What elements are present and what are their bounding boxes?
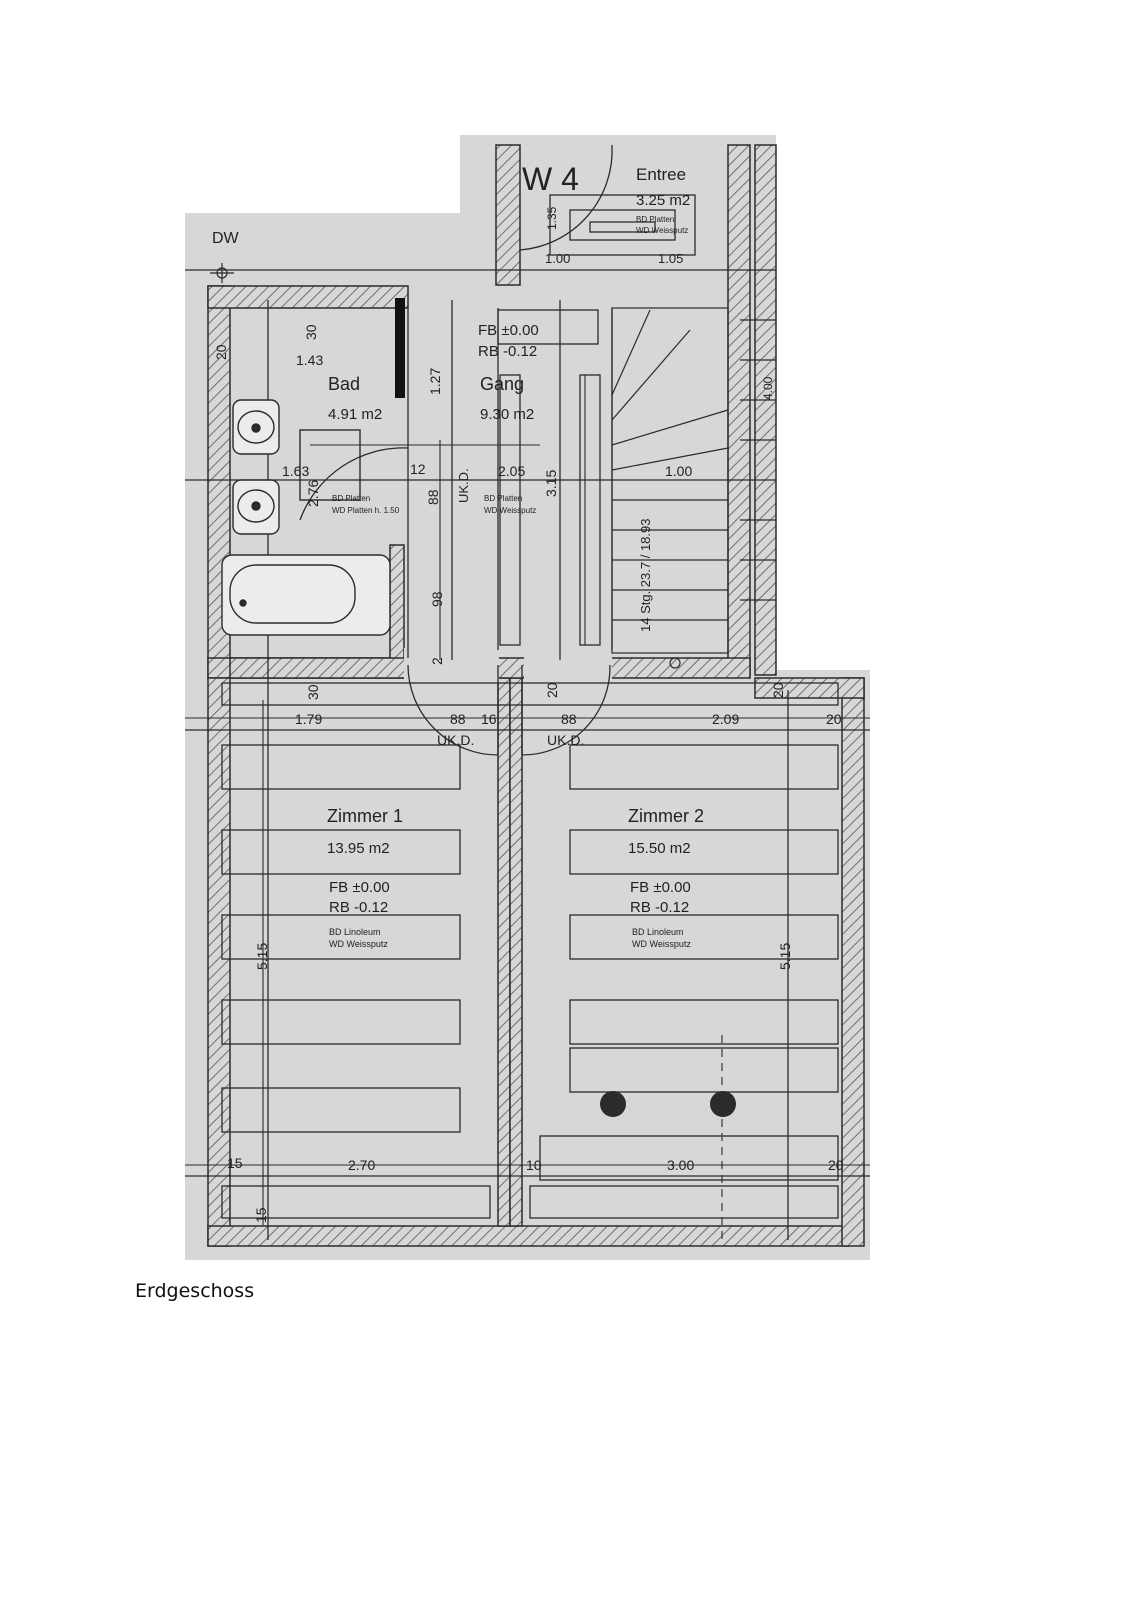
room-name-entree: Entree (636, 165, 686, 184)
room-bd-zimmer2: BD Linoleum (632, 927, 684, 937)
room-name-gang: Gang (480, 374, 524, 394)
dimension-labels: 30 1.43 20 1.27 1.63 2.76 12 88 2.05 3.1… (213, 206, 844, 1223)
door-label-zimmer2: UK.D. (547, 732, 584, 748)
walls (207, 144, 865, 1247)
room-wd-zimmer2: WD Weissputz (632, 939, 691, 949)
room-fb-zimmer1: FB ±0.00 (329, 879, 390, 896)
room-fb-gang: FB ±0.00 (478, 322, 539, 339)
room-bd-zimmer1: BD Linoleum (329, 927, 381, 937)
room-wd-bad: WD Platten h. 1.50 (332, 506, 400, 515)
dim-label: 20 (213, 344, 229, 360)
dim-label: 1.27 (427, 368, 443, 395)
room-bd-entree: BD Platten (636, 215, 674, 224)
room-name-zimmer1: Zimmer 1 (327, 806, 403, 826)
dim-label: 88 (561, 711, 577, 727)
room-rb-zimmer2: RB -0.12 (630, 899, 689, 916)
floor-caption: Erdgeschoss (135, 1280, 255, 1302)
heating-loops (221, 194, 839, 1219)
room-fb-zimmer2: FB ±0.00 (630, 879, 691, 896)
dim-label: 5.15 (777, 943, 793, 970)
paper-background (185, 135, 870, 1260)
dim-label: 30 (303, 324, 319, 340)
dim-label: 5.15 (254, 943, 270, 970)
room-name-bad: Bad (328, 374, 360, 394)
dim-label: 1.00 (665, 463, 692, 479)
survey-mark (210, 263, 234, 283)
bathroom-fixtures (221, 399, 391, 636)
room-area-entree: 3.25 m2 (636, 192, 690, 209)
dim-label: 1.79 (295, 711, 322, 727)
room-bd-bad: BD Platten (332, 494, 370, 503)
outside-label: DW (212, 230, 240, 247)
unit-label: W 4 (522, 161, 579, 197)
dim-label: 20 (544, 682, 560, 698)
dim-label: 30 (305, 684, 321, 700)
dim-label: 1.00 (545, 251, 570, 266)
room-area-gang: 9.30 m2 (480, 406, 534, 423)
dim-label: 1.05 (658, 251, 683, 266)
dim-label: 16 (481, 711, 497, 727)
room-rb-gang: RB -0.12 (478, 343, 537, 360)
door-label-zimmer1: UK.D. (437, 732, 474, 748)
dim-label: 1.43 (296, 352, 323, 368)
door-swings (299, 144, 613, 756)
dim-label: 88 (450, 711, 466, 727)
dim-label: 15 (253, 1207, 269, 1223)
room-wd-zimmer1: WD Weissputz (329, 939, 388, 949)
dim-label: 2.70 (348, 1157, 375, 1173)
dim-label: 88 (425, 489, 441, 505)
room-bd-gang: BD Platten (484, 494, 522, 503)
room-wd-entree: WD Weissputz (636, 226, 688, 235)
dim-label: 2 (429, 657, 445, 665)
dim-label: 2.05 (498, 463, 525, 479)
stairs (611, 307, 776, 669)
door-label-gang: UK.D. (456, 468, 471, 503)
room-area-zimmer2: 15.50 m2 (628, 840, 691, 857)
column-marks (600, 1091, 736, 1117)
dim-label: 20 (828, 1157, 844, 1173)
dim-label: 1.35 (545, 206, 559, 230)
dimension-lines (185, 375, 870, 1245)
room-area-bad: 4.91 m2 (328, 406, 382, 423)
dim-label: 15 (227, 1155, 243, 1171)
dim-label: 10 (526, 1157, 542, 1173)
room-rb-zimmer1: RB -0.12 (329, 899, 388, 916)
stairs-label: 14 Stg. 23.7 / 18.93 (638, 519, 653, 632)
dim-label: 20 (826, 711, 842, 727)
dim-label: 12 (410, 461, 426, 477)
dim-label: 4.00 (761, 376, 775, 400)
room-name-zimmer2: Zimmer 2 (628, 806, 704, 826)
dim-label: 3.15 (543, 470, 559, 497)
floor-plan-image: W 4 DW Entree 3.25 m2 BD Platten WD Weis… (185, 135, 870, 1260)
dim-label: 20 (770, 682, 786, 698)
room-wd-gang: WD Weissputz (484, 506, 536, 515)
floor-plan-drawing: W 4 DW Entree 3.25 m2 BD Platten WD Weis… (185, 135, 870, 1260)
dim-label: 98 (429, 591, 445, 607)
dim-label: 2.76 (305, 480, 321, 507)
dim-label: 2.09 (712, 711, 739, 727)
room-area-zimmer1: 13.95 m2 (327, 840, 390, 857)
dim-label: 3.00 (667, 1157, 694, 1173)
dim-label: 1.63 (282, 463, 309, 479)
